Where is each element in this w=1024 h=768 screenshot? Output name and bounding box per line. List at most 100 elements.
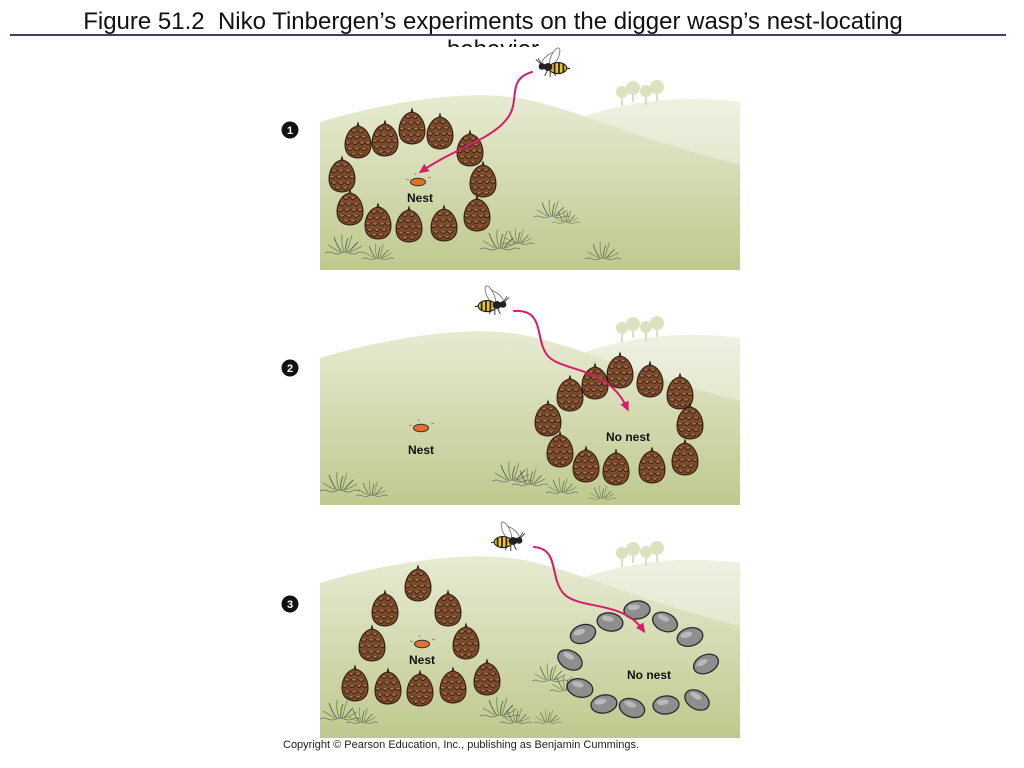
pine-cone xyxy=(602,448,630,486)
slide-title: Figure 51.2 Niko Tinbergen’s experiments… xyxy=(20,8,966,47)
grass-tuft xyxy=(584,241,622,261)
pine-cone xyxy=(439,666,467,704)
pine-cone xyxy=(371,119,399,157)
title-line-2: behavior xyxy=(20,36,966,47)
digger-wasp xyxy=(490,521,526,551)
grass-tufts xyxy=(319,663,583,724)
pine-cone xyxy=(398,107,426,145)
nest-label: Nest xyxy=(407,191,433,205)
pine-cone xyxy=(371,589,399,627)
pine-cone xyxy=(636,360,664,398)
pine-cone xyxy=(606,351,634,389)
stone xyxy=(566,678,594,698)
panel-1: Nest 1 xyxy=(281,47,740,271)
grass-tuft xyxy=(587,485,617,500)
landscape xyxy=(320,80,740,271)
pine-cone xyxy=(430,204,458,242)
no-nest-label: No nest xyxy=(606,430,650,444)
grass-tuft xyxy=(533,709,563,724)
background-trees xyxy=(616,80,664,106)
grass-tuft xyxy=(501,228,535,245)
nest-entrance xyxy=(408,418,435,433)
background-trees xyxy=(616,541,664,567)
pine-cone xyxy=(469,160,497,198)
nest-site xyxy=(405,172,432,187)
wasp-icon xyxy=(490,521,526,551)
foreground-hill xyxy=(320,95,740,271)
pine-cone xyxy=(452,622,480,660)
nest-entrance xyxy=(409,634,436,649)
pine-cone xyxy=(556,374,584,412)
grass-tuft xyxy=(499,707,533,724)
pine-cone xyxy=(534,399,562,437)
badge-circle xyxy=(281,359,299,377)
stone xyxy=(557,649,583,671)
digger-wasp xyxy=(474,285,510,315)
pine-cone xyxy=(456,129,484,167)
pine-cone xyxy=(374,667,402,705)
stone xyxy=(569,623,597,645)
grass-tuft xyxy=(531,663,569,683)
no-nest-label: No nest xyxy=(627,668,671,682)
step-badge-3: 3 xyxy=(281,595,299,613)
wasp-icon xyxy=(535,47,571,77)
title-divider xyxy=(10,34,1006,36)
pine-cone xyxy=(473,658,501,696)
step-number: 2 xyxy=(287,363,293,375)
wasp-icon xyxy=(474,285,510,315)
stone xyxy=(684,689,710,711)
panel-2: Nest No nest 2 xyxy=(281,285,740,505)
background-trees xyxy=(616,316,664,342)
pine-cone-triangle xyxy=(341,564,501,707)
grass-tuft xyxy=(533,199,571,219)
pine-cone xyxy=(328,155,356,193)
pine-cone xyxy=(666,372,694,410)
pine-cone xyxy=(638,446,666,484)
stone xyxy=(623,600,651,620)
pine-cone xyxy=(406,669,434,707)
stone xyxy=(651,611,679,633)
pine-cone xyxy=(344,121,372,159)
nest-site xyxy=(408,418,435,433)
pine-cone xyxy=(336,188,364,226)
stone xyxy=(590,694,618,714)
nest-site xyxy=(409,634,436,649)
pine-cone xyxy=(676,402,704,440)
pine-cone xyxy=(671,438,699,476)
stone xyxy=(652,695,680,715)
copyright-notice: Copyright © Pearson Education, Inc., pub… xyxy=(283,739,640,751)
step-number: 3 xyxy=(287,599,293,611)
pine-cone xyxy=(572,445,600,483)
digger-wasp xyxy=(535,47,571,77)
stone xyxy=(618,697,646,719)
foreground-hill xyxy=(320,331,740,505)
grass-tuft xyxy=(324,233,366,255)
flight-path-arrow xyxy=(533,546,646,634)
grass-tuft xyxy=(361,243,395,260)
badge-circle xyxy=(281,595,299,613)
step-badge-2: 2 xyxy=(281,359,299,377)
pine-cone xyxy=(358,624,386,662)
pine-cone xyxy=(364,202,392,240)
badge-circle xyxy=(281,121,299,139)
stone xyxy=(596,612,624,632)
flight-path-arrow xyxy=(513,309,629,412)
grass-tuft xyxy=(479,229,521,251)
grass-tuft xyxy=(319,471,361,493)
grass-tuft xyxy=(345,707,379,724)
pine-cone xyxy=(341,664,369,702)
panel-3: Nest No nest 3 xyxy=(281,521,740,738)
pine-cone-ring xyxy=(534,351,704,486)
stone-ring xyxy=(557,600,720,719)
pine-cone xyxy=(395,205,423,243)
step-number: 1 xyxy=(287,125,293,137)
pine-cone xyxy=(434,589,462,627)
grass-tuft xyxy=(545,477,579,494)
pine-cone xyxy=(546,430,574,468)
nest-label: Nest xyxy=(409,653,435,667)
grass-tuft xyxy=(479,696,521,718)
landscape xyxy=(320,316,740,505)
stone xyxy=(692,653,720,675)
